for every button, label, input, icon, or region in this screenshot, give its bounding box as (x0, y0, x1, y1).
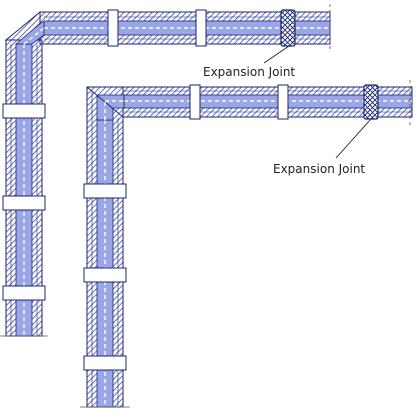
callout-1-leader (263, 45, 290, 64)
duct-assembly-b (80, 80, 413, 408)
callout-1-label: Expansion Joint (203, 65, 295, 79)
callout-2-leader (335, 118, 372, 159)
duct-b-vertical-collars (83, 183, 127, 371)
duct-assembly-a (0, 4, 331, 337)
callout-2: Expansion Joint (273, 118, 372, 176)
callout-2-label: Expansion Joint (273, 162, 365, 176)
duct-b-horizontal-collars (189, 84, 289, 120)
callout-1: Expansion Joint (203, 45, 295, 79)
expansion-joint-b (363, 84, 379, 120)
duct-a-elbow (4, 10, 45, 45)
expansion-joint-a (280, 9, 296, 47)
duct-b-elbow (86, 86, 125, 121)
duct-a-vertical-collars (2, 103, 46, 301)
duct-a-horizontal-collars (107, 9, 207, 47)
